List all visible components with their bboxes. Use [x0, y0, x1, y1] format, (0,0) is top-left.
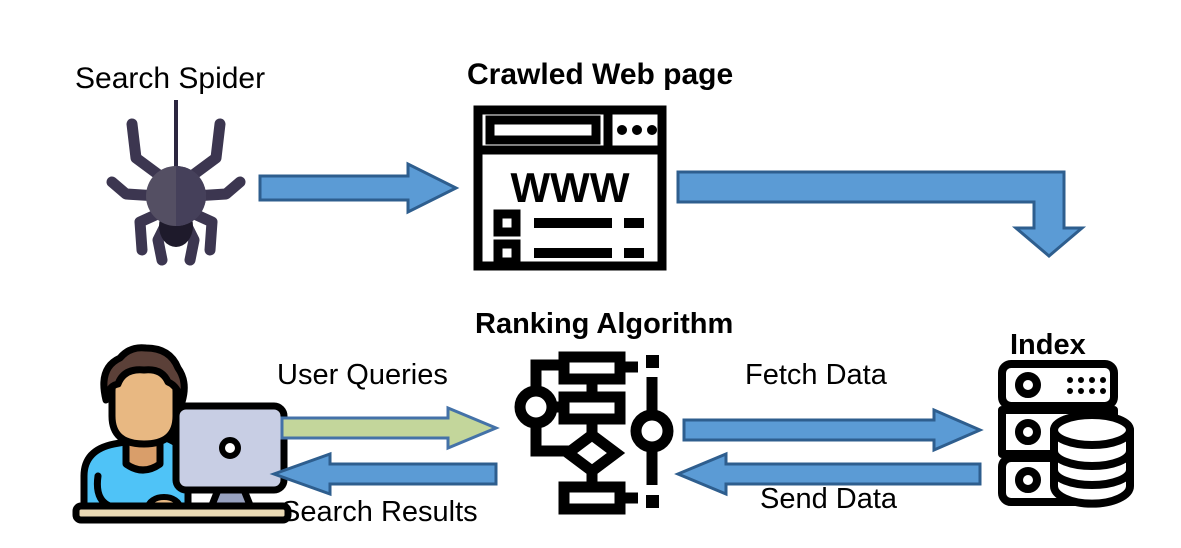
label-crawled-web-page: Crawled Web page — [467, 58, 734, 91]
label-search-spider: Search Spider — [75, 62, 266, 95]
arrow-fetch-data — [682, 407, 984, 453]
server-database-icon — [996, 360, 1136, 508]
user-at-computer-icon — [72, 344, 292, 524]
www-text: WWW — [511, 164, 630, 211]
arrow-send-data — [674, 451, 982, 497]
label-search-results: Search Results — [281, 496, 478, 528]
arrow-spider-to-webpage — [258, 161, 460, 215]
browser-window-www-icon: WWW — [472, 104, 668, 272]
arrow-search-results — [269, 451, 498, 497]
arrow-user-queries — [280, 405, 500, 451]
label-ranking-algorithm: Ranking Algorithm — [475, 308, 734, 340]
label-index: Index — [1010, 329, 1086, 361]
flowchart-icon — [512, 351, 674, 515]
label-send-data: Send Data — [760, 483, 898, 515]
label-user-queries: User Queries — [277, 359, 448, 391]
spider-icon — [106, 100, 246, 266]
arrow-webpage-to-index — [676, 170, 1087, 258]
label-fetch-data: Fetch Data — [745, 359, 887, 391]
